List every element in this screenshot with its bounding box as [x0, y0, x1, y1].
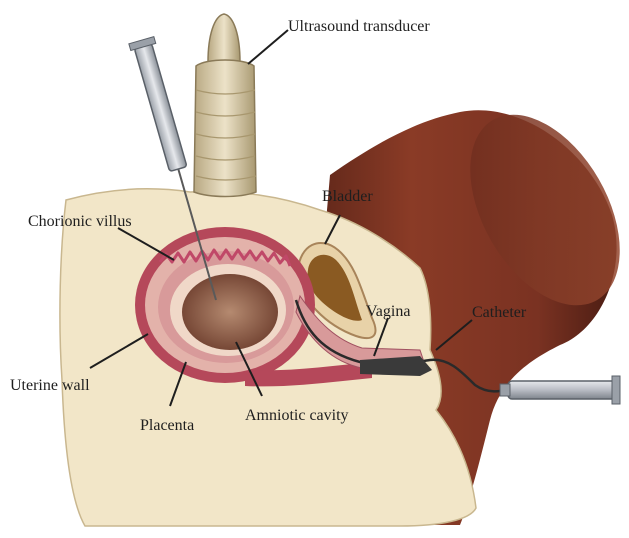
- ultrasound-transducer-device: [194, 14, 256, 197]
- label-bladder: Bladder: [322, 188, 373, 205]
- label-placenta: Placenta: [140, 417, 194, 434]
- label-vagina: Vagina: [366, 303, 410, 320]
- label-uterine-wall: Uterine wall: [10, 377, 90, 394]
- catheter-syringe: [500, 376, 620, 404]
- label-chorionic-villus: Chorionic villus: [28, 213, 132, 230]
- label-amniotic-cavity: Amniotic cavity: [245, 407, 349, 424]
- label-catheter: Catheter: [472, 304, 527, 321]
- label-ultrasound-transducer: Ultrasound transducer: [288, 18, 430, 35]
- leader-ultrasound-transducer: [248, 30, 288, 64]
